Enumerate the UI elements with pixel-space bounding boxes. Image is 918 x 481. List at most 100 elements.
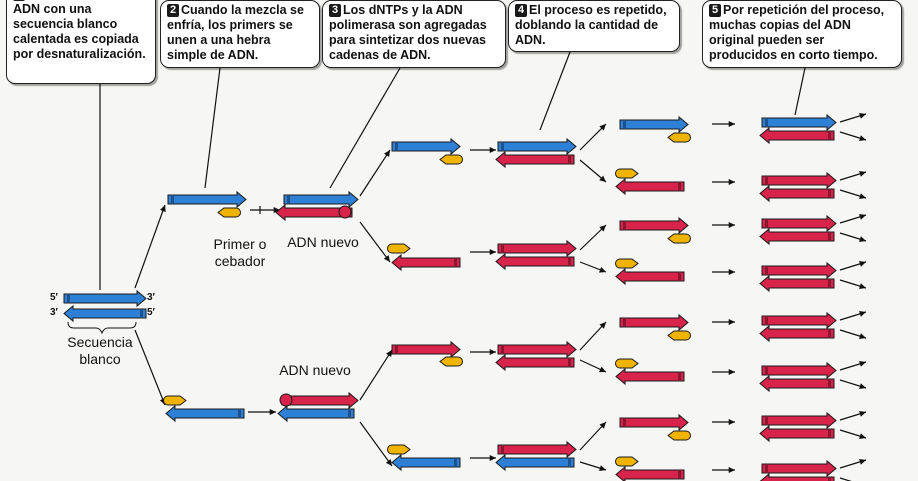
stage5-strand-3 bbox=[615, 267, 685, 286]
arrow-s6-up-4-head bbox=[859, 310, 866, 317]
stage4-strand-0 bbox=[391, 137, 461, 156]
arrow-s6-up-7-head bbox=[859, 458, 866, 465]
step-3-text: Los dNTPs y la ADN polimerasa son agrega… bbox=[329, 3, 487, 62]
stage2-bottom-strand bbox=[165, 404, 245, 423]
stage4-strand-1 bbox=[391, 253, 461, 272]
stage6-top-7 bbox=[761, 459, 837, 478]
stage6-top-3-band bbox=[765, 267, 768, 274]
stage4b-top-3-band bbox=[501, 446, 504, 453]
arrow-s6-down-3-head bbox=[859, 283, 866, 290]
stage4b-bottom-1-band bbox=[568, 258, 571, 265]
stage4b-bottom-1 bbox=[495, 252, 575, 271]
step-2-pointer bbox=[204, 67, 221, 189]
step-1-number: 1 bbox=[13, 0, 25, 1]
arrow-s3-d bbox=[359, 421, 393, 467]
arrow-s3-c-head bbox=[386, 350, 392, 357]
arrow-stage1-up-head bbox=[159, 205, 166, 212]
step-5-pointer bbox=[794, 67, 806, 116]
stage6-bottom-3-band bbox=[828, 280, 831, 287]
arrow-s6-up-6-head bbox=[859, 410, 866, 417]
stage6-top-0-band bbox=[765, 119, 768, 126]
arrow-s4b-6-head bbox=[599, 422, 606, 429]
arrow-s5-7-head bbox=[728, 466, 735, 474]
arrow-s5-5-head bbox=[728, 368, 735, 376]
arrow-s6-up-1-head bbox=[859, 170, 866, 177]
stage4b-bottom-3 bbox=[495, 453, 575, 472]
arrow-s4b-4 bbox=[579, 321, 607, 351]
stage4b-bottom-2-band bbox=[568, 359, 571, 366]
arrow-s4b-6 bbox=[579, 421, 607, 451]
stage6-bottom-0 bbox=[759, 126, 835, 145]
stage3-bottom-new-cap bbox=[279, 393, 293, 407]
stage5-primer-0 bbox=[667, 132, 691, 143]
stage6-bottom-1-band bbox=[828, 190, 831, 197]
arrow-s6-down-0-head bbox=[859, 135, 866, 142]
arrow-stage2-bottom-head bbox=[269, 408, 276, 416]
stage4b-bottom-0 bbox=[495, 150, 575, 169]
three-prime-top-right: 3′ bbox=[147, 292, 155, 303]
stage4b-top-0-band bbox=[501, 143, 504, 150]
stage5-strand-3-band bbox=[678, 273, 681, 280]
five-prime-top-left: 5′ bbox=[50, 292, 58, 303]
stage6-top-3 bbox=[761, 261, 837, 280]
stage4b-top-3 bbox=[497, 440, 577, 459]
stage5-strand-6-band bbox=[623, 419, 626, 426]
stage2-bottom-strand-band bbox=[238, 410, 241, 417]
stage4b-top-0 bbox=[497, 137, 577, 156]
stage6-bottom-2-band bbox=[828, 233, 831, 240]
arrow-s4-2-head bbox=[489, 348, 496, 356]
stage5-strand-6 bbox=[619, 413, 689, 432]
stage6-top-6-band bbox=[765, 417, 768, 424]
step-4-text: El proceso es repetido, doblando la cant… bbox=[515, 3, 667, 47]
arrow-stage1-up bbox=[134, 204, 166, 289]
original-bottom-strand-band bbox=[140, 310, 143, 317]
arrow-s4b-3-head bbox=[599, 266, 606, 273]
original-bottom-strand bbox=[63, 304, 147, 323]
arrow-stage1-down bbox=[134, 329, 166, 406]
step-3-number: 3 bbox=[329, 4, 341, 17]
step-1-callout: 1Una molécula de ADN con una secuencia b… bbox=[6, 0, 156, 84]
stage6-bottom-5-band bbox=[828, 380, 831, 387]
stage4-primer-3 bbox=[387, 444, 411, 455]
arrow-s4-3-head bbox=[489, 454, 496, 462]
arrow-s4b-7-head bbox=[599, 465, 606, 472]
stage6-top-5-band bbox=[765, 367, 768, 374]
arrow-s4b-4-head bbox=[599, 322, 606, 329]
stage6-top-2 bbox=[761, 214, 837, 233]
arrow-s6-down-2-head bbox=[859, 236, 866, 243]
stage6-top-4-band bbox=[765, 317, 768, 324]
stage6-bottom-7 bbox=[759, 472, 835, 481]
stage5-primer-2 bbox=[667, 233, 691, 244]
step-2-number: 2 bbox=[167, 4, 179, 17]
stage4-strand-3 bbox=[391, 453, 461, 472]
stage6-top-2-band bbox=[765, 220, 768, 227]
stage5-primer-3 bbox=[615, 258, 639, 269]
arrow-s6-down-5-head bbox=[859, 383, 866, 390]
arrow-s6-down-4-head bbox=[859, 333, 866, 340]
step-3-pointer bbox=[329, 67, 401, 189]
arrow-s3-a bbox=[359, 149, 391, 197]
arrow-s6-down-7 bbox=[839, 477, 852, 481]
stage5-strand-5 bbox=[615, 367, 685, 386]
stage3-top-new-cap bbox=[338, 205, 352, 219]
stage6-top-4 bbox=[761, 311, 837, 330]
step-4-number: 4 bbox=[515, 4, 527, 17]
stage4b-bottom-3-band bbox=[568, 459, 571, 466]
stage5-strand-4-band bbox=[623, 319, 626, 326]
stage4b-bottom-2 bbox=[495, 353, 575, 372]
stage2-top-strand bbox=[167, 190, 247, 209]
stage5-strand-7-band bbox=[678, 471, 681, 478]
stage5-strand-7 bbox=[615, 465, 685, 481]
arrow-s6-up-5-head bbox=[859, 360, 866, 367]
stage4b-bottom-0-band bbox=[568, 156, 571, 163]
secuencia-bracket bbox=[67, 321, 137, 335]
stage6-bottom-6-band bbox=[828, 430, 831, 437]
arrow-s5-4-head bbox=[728, 318, 735, 326]
stage4-primer-1 bbox=[387, 243, 411, 254]
arrow-s3-b-head bbox=[383, 255, 390, 262]
stage4-strand-3-band bbox=[454, 459, 457, 466]
